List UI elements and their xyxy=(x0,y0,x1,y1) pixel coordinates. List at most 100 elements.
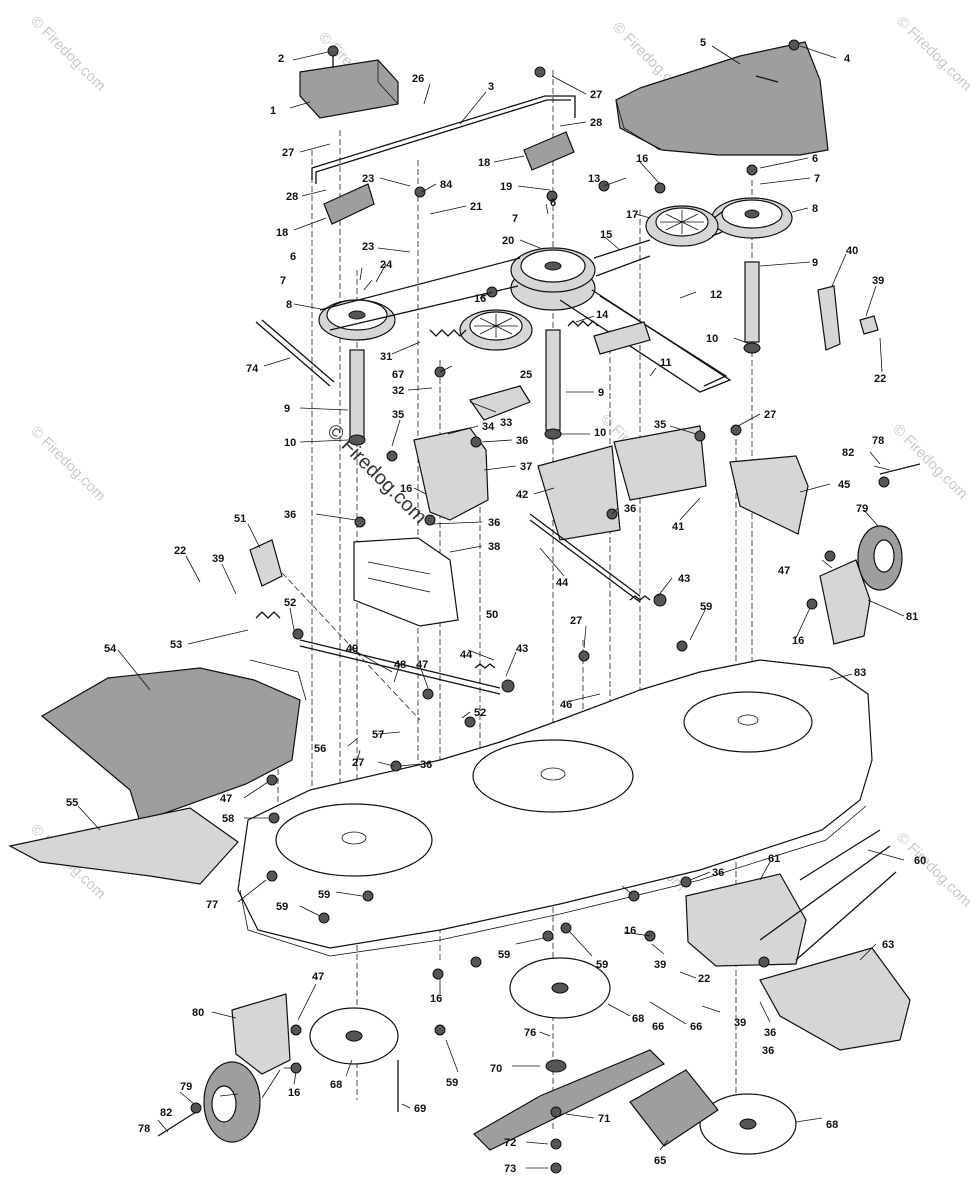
watermark: © Firedog.com xyxy=(27,13,109,95)
part-label: 9 xyxy=(284,403,290,415)
part-label: 65 xyxy=(654,1155,666,1167)
chute-deflector xyxy=(8,807,239,885)
part-label: 32 xyxy=(392,385,404,397)
part-label: 22 xyxy=(874,373,886,385)
part-label: 74 xyxy=(246,363,259,375)
part-label: 16 xyxy=(624,925,636,937)
part-label: 68 xyxy=(632,1013,644,1025)
watermark: © Firedog.com xyxy=(893,829,975,911)
part-label: 20 xyxy=(502,235,514,247)
part-label: 6 xyxy=(290,251,296,263)
part-label: 79 xyxy=(856,503,868,515)
part-label: 59 xyxy=(318,889,330,901)
discharge-chute xyxy=(40,659,307,823)
right-belt-cover xyxy=(615,39,829,156)
part-label: 61 xyxy=(768,853,780,865)
part-label: 51 xyxy=(234,513,246,525)
part-label: 4 xyxy=(844,53,851,65)
part-label: 9 xyxy=(598,387,604,399)
part-label: 66 xyxy=(652,1021,664,1033)
part-label: 78 xyxy=(872,435,884,447)
part-label: 44 xyxy=(556,577,569,589)
part-label: 38 xyxy=(488,541,500,553)
part-label: 70 xyxy=(490,1063,502,1075)
part-label: 16 xyxy=(430,993,442,1005)
part-label: 43 xyxy=(678,573,690,585)
center-double-pulley xyxy=(510,247,596,311)
leader-lines xyxy=(77,45,905,1169)
part-label: 58 xyxy=(222,813,234,825)
part-label: 55 xyxy=(66,797,78,809)
part-label: 57 xyxy=(372,729,384,741)
part-label: 17 xyxy=(626,209,638,221)
part-label: 15 xyxy=(600,229,612,241)
part-label: 82 xyxy=(842,447,854,459)
part-label: 27 xyxy=(590,89,602,101)
part-label: 39 xyxy=(212,553,224,565)
part-label: 36 xyxy=(624,503,636,515)
spindle-shaft xyxy=(348,261,761,446)
part-label: 7 xyxy=(280,275,286,287)
watermark: © Firedog.com xyxy=(889,421,971,503)
left-spindle-pulley xyxy=(318,299,396,341)
part-label: 56 xyxy=(314,743,326,755)
part-label: 80 xyxy=(192,1007,204,1019)
part-label: 49 xyxy=(346,643,358,655)
part-label: 13 xyxy=(588,173,600,185)
part-label: 16 xyxy=(474,293,486,305)
part-label: 48 xyxy=(394,659,406,671)
part-label: 14 xyxy=(596,309,609,321)
part-label: 44 xyxy=(460,649,473,661)
part-label: 59 xyxy=(276,901,288,913)
part-label: 36 xyxy=(516,435,528,447)
part-label: 68 xyxy=(330,1079,342,1091)
part-label: 22 xyxy=(698,973,710,985)
part-label: 52 xyxy=(474,707,486,719)
part-label: 81 xyxy=(906,611,918,623)
part-label: 28 xyxy=(590,117,602,129)
part-label: 59 xyxy=(446,1077,458,1089)
right-spindle-pulley xyxy=(711,197,793,239)
part-label: 72 xyxy=(504,1137,516,1149)
part-label: 24 xyxy=(380,259,393,271)
part-label: 1 xyxy=(270,105,276,117)
part-label: 39 xyxy=(872,275,884,287)
part-label: 36 xyxy=(712,867,724,879)
part-label: 2 xyxy=(278,53,284,65)
part-label: 63 xyxy=(882,939,894,951)
part-label: 76 xyxy=(524,1027,536,1039)
part-label: 8 xyxy=(286,299,292,311)
part-label: 33 xyxy=(500,417,512,429)
part-label: 27 xyxy=(570,615,582,627)
mower-deck xyxy=(237,659,873,957)
part-label: 36 xyxy=(764,1027,776,1039)
part-label: 78 xyxy=(138,1123,150,1135)
part-label: 47 xyxy=(416,659,428,671)
part-label: 7 xyxy=(512,213,518,225)
part-label: 35 xyxy=(654,419,666,431)
part-label: 25 xyxy=(520,369,532,381)
part-label: 66 xyxy=(690,1021,702,1033)
part-label: 42 xyxy=(516,489,528,501)
part-label: 11 xyxy=(660,357,672,369)
part-label: 9 xyxy=(812,257,818,269)
center-watermark: © Firedog.com xyxy=(322,420,431,529)
part-label: 6 xyxy=(812,153,818,165)
front-hitch-bracket xyxy=(685,829,911,1051)
deck-lift-bracket xyxy=(353,537,459,627)
part-label: 3 xyxy=(488,81,494,93)
gauge-wheel-left xyxy=(203,993,291,1143)
part-label: 22 xyxy=(174,545,186,557)
part-label: 82 xyxy=(160,1107,172,1119)
part-label: 8 xyxy=(812,203,818,215)
part-label: 18 xyxy=(276,227,288,239)
part-label: 73 xyxy=(504,1163,516,1175)
part-label: 59 xyxy=(596,959,608,971)
part-label: 37 xyxy=(520,461,532,473)
part-label: 36 xyxy=(762,1045,774,1057)
left-belt-cover xyxy=(299,45,399,119)
lift-link-rod xyxy=(255,319,641,695)
part-label: 40 xyxy=(846,245,858,257)
part-label: 16 xyxy=(636,153,648,165)
